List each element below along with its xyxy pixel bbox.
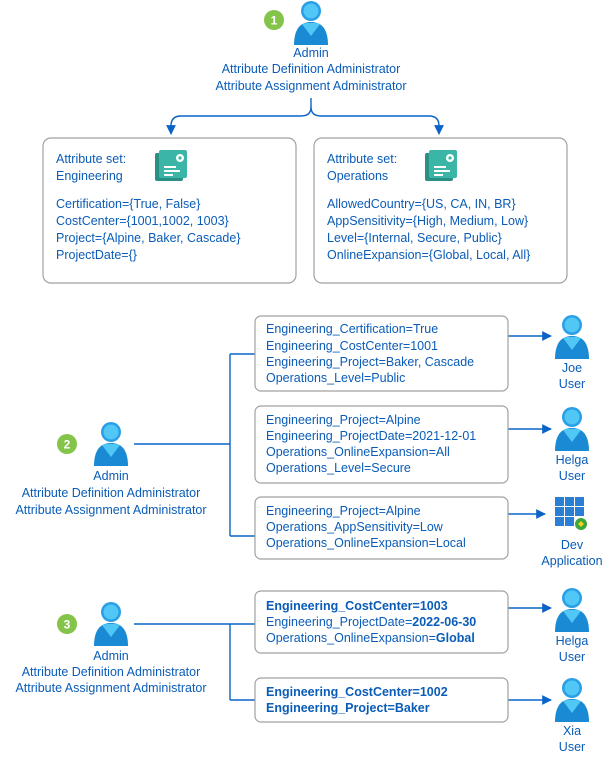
admin-role: Attribute Assignment Administrator xyxy=(15,681,206,695)
step-1-connector xyxy=(166,98,444,135)
assignment-box-helga: Engineering_Project=Alpine Engineering_P… xyxy=(254,405,509,484)
assignment-box-joe: Engineering_Certification=True Engineeri… xyxy=(254,315,509,392)
svg-text:3: 3 xyxy=(64,618,71,632)
attribute-assignment: Operations_Level=Secure xyxy=(266,461,411,475)
attribute-definition: ProjectDate={} xyxy=(56,248,137,262)
admin-user-icon xyxy=(94,422,128,466)
target-type: User xyxy=(559,650,585,664)
attribute-assignment: Engineering_ProjectDate=2022-06-30 xyxy=(266,615,476,629)
svg-text:2: 2 xyxy=(64,438,71,452)
attribute-assignment: Engineering_CostCenter=1003 xyxy=(266,599,448,613)
user-icon xyxy=(555,315,589,359)
attribute-assignment: Engineering_Certification=True xyxy=(266,322,438,336)
target-name: Joe xyxy=(562,361,582,375)
assignment-box-xia: Engineering_CostCenter=1002 Engineering_… xyxy=(254,677,509,723)
admin-role: Attribute Definition Administrator xyxy=(22,665,201,679)
target-type: User xyxy=(559,377,585,391)
admin-role: Attribute Definition Administrator xyxy=(22,486,201,500)
step-3-badge: 3 xyxy=(57,614,77,634)
target-name: Helga xyxy=(556,453,589,467)
attribute-assignment: Engineering_Project=Alpine xyxy=(266,413,421,427)
attribute-definition: Level={Internal, Secure, Public} xyxy=(327,231,502,245)
assignment-box-dev-app: Engineering_Project=Alpine Operations_Ap… xyxy=(254,496,509,560)
step-2-connector xyxy=(134,331,552,537)
target-name: Dev xyxy=(561,538,584,552)
step-1-badge: 1 xyxy=(264,10,284,30)
user-icon xyxy=(555,588,589,632)
attribute-assignment: Engineering_CostCenter=1002 xyxy=(266,685,448,699)
attribute-set-name: Engineering xyxy=(56,169,123,183)
attribute-assignment: Engineering_ProjectDate=2021-12-01 xyxy=(266,429,476,443)
attribute-set-name: Operations xyxy=(327,169,388,183)
step-3-connector xyxy=(134,603,552,705)
attribute-set-icon xyxy=(425,150,457,181)
admin-user-icon xyxy=(94,602,128,646)
attribute-assignment: Operations_AppSensitivity=Low xyxy=(266,520,444,534)
attribute-definition: Project={Alpine, Baker, Cascade} xyxy=(56,231,241,245)
attribute-assignment: Engineering_Project=Baker xyxy=(266,701,430,715)
target-name: Helga xyxy=(556,634,589,648)
target-type: User xyxy=(559,740,585,754)
attribute-set-operations: Attribute set: Operations AllowedCountry… xyxy=(313,137,568,284)
attribute-assignment: Operations_OnlineExpansion=Global xyxy=(266,631,475,645)
admin-role: Attribute Assignment Administrator xyxy=(15,503,206,517)
attribute-assignment: Engineering_Project=Baker, Cascade xyxy=(266,355,474,369)
attribute-definition: AppSensitivity={High, Medium, Low} xyxy=(327,214,528,228)
admin-label: Admin xyxy=(293,46,328,60)
user-icon xyxy=(555,407,589,451)
admin-role: Attribute Assignment Administrator xyxy=(215,79,406,93)
attribute-definition: AllowedCountry={US, CA, IN, BR} xyxy=(327,197,516,211)
attribute-definition: Certification={True, False} xyxy=(56,197,200,211)
attribute-set-icon xyxy=(155,150,187,181)
admin-label: Admin xyxy=(93,469,128,483)
target-name: Xia xyxy=(563,724,581,738)
admin-label: Admin xyxy=(93,649,128,663)
svg-text:1: 1 xyxy=(271,14,278,28)
attribute-set-title: Attribute set: xyxy=(56,152,126,166)
attribute-assignment: Engineering_CostCenter=1001 xyxy=(266,339,438,353)
attribute-assignment: Operations_OnlineExpansion=All xyxy=(266,445,450,459)
attribute-set-title: Attribute set: xyxy=(327,152,397,166)
step-2-badge: 2 xyxy=(57,434,77,454)
target-type: User xyxy=(559,469,585,483)
attribute-assignment: Operations_Level=Public xyxy=(266,371,405,385)
application-icon xyxy=(555,497,587,530)
attribute-set-engineering: Attribute set: Engineering Certification… xyxy=(42,137,297,284)
target-type: Application xyxy=(541,554,602,568)
assignment-box-helga-update: Engineering_CostCenter=1003 Engineering_… xyxy=(254,590,509,654)
attribute-definition: OnlineExpansion={Global, Local, All} xyxy=(327,248,530,262)
admin-role: Attribute Definition Administrator xyxy=(222,62,401,76)
user-icon xyxy=(555,678,589,722)
attribute-definition: CostCenter={1001,1002, 1003} xyxy=(56,214,229,228)
admin-user-icon xyxy=(294,1,328,45)
attribute-assignment: Operations_OnlineExpansion=Local xyxy=(266,536,466,550)
attribute-assignment: Engineering_Project=Alpine xyxy=(266,504,421,518)
